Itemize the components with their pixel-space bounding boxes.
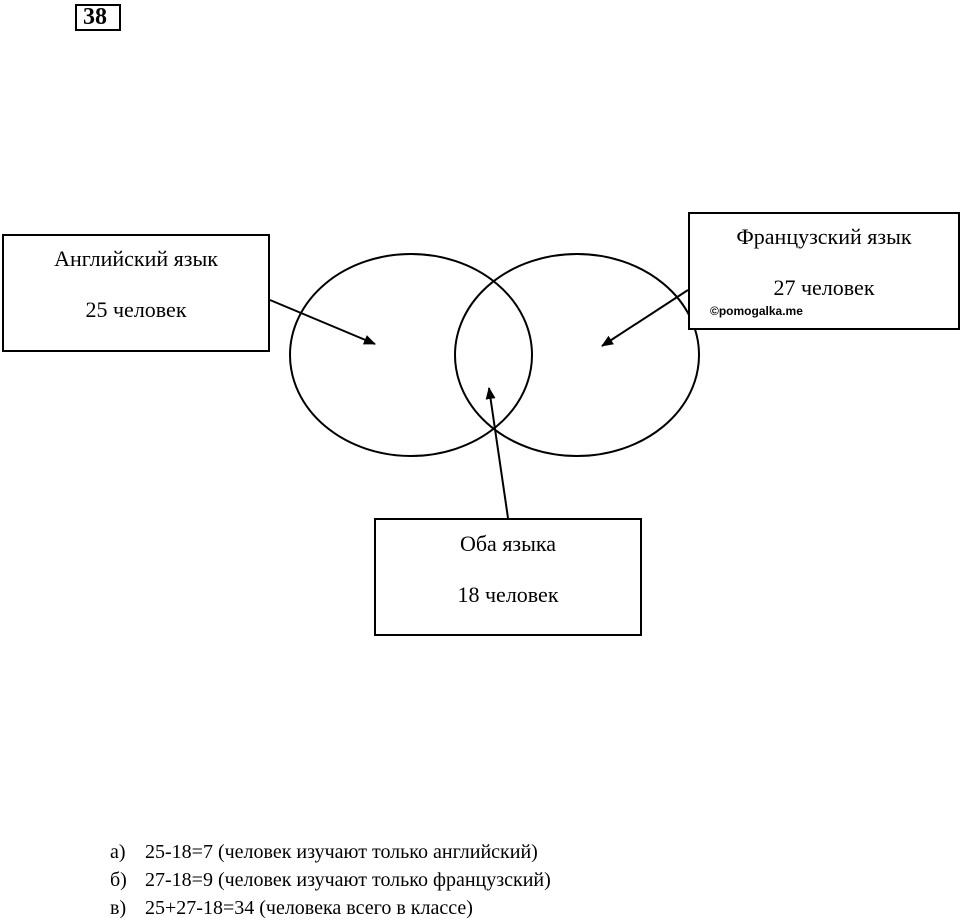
answer-marker: б) bbox=[110, 869, 127, 891]
watermark-text: ©pomogalka.me bbox=[710, 304, 803, 318]
french-set-circle bbox=[454, 253, 700, 457]
answer-item: в) 25+27-18=34 (человека всего в классе) bbox=[110, 894, 551, 922]
both-count: 18 человек bbox=[457, 582, 559, 607]
english-count: 25 человек bbox=[85, 297, 187, 322]
french-title: Французский язык bbox=[736, 224, 912, 249]
answer-marker: а) bbox=[110, 841, 126, 863]
french-count: 27 человек bbox=[773, 275, 875, 300]
answer-item: а) 25-18=7 (человек изучают только англи… bbox=[110, 838, 551, 866]
english-set-circle bbox=[289, 253, 533, 457]
intersection-arrow bbox=[485, 387, 509, 519]
answer-text: 27-18=9 (человек изучают только французс… bbox=[145, 869, 551, 891]
french-box: Французский язык 27 человек bbox=[688, 212, 960, 330]
english-arrow bbox=[269, 299, 376, 345]
english-title: Английский язык bbox=[54, 246, 218, 271]
english-box: Английский язык 25 человек bbox=[2, 234, 270, 352]
answer-marker: в) bbox=[110, 897, 127, 919]
answer-text: 25+27-18=34 (человека всего в классе) bbox=[145, 897, 473, 919]
both-title: Оба языка bbox=[459, 531, 557, 556]
task-number: 38 bbox=[75, 4, 121, 31]
french-arrow bbox=[601, 289, 689, 347]
answers-list: а) 25-18=7 (человек изучают только англи… bbox=[110, 838, 551, 922]
answer-text: 25-18=7 (человек изучают только английск… bbox=[145, 841, 538, 863]
both-box: Оба языка 18 человек bbox=[374, 518, 642, 636]
answer-item: б) 27-18=9 (человек изучают только франц… bbox=[110, 866, 551, 894]
